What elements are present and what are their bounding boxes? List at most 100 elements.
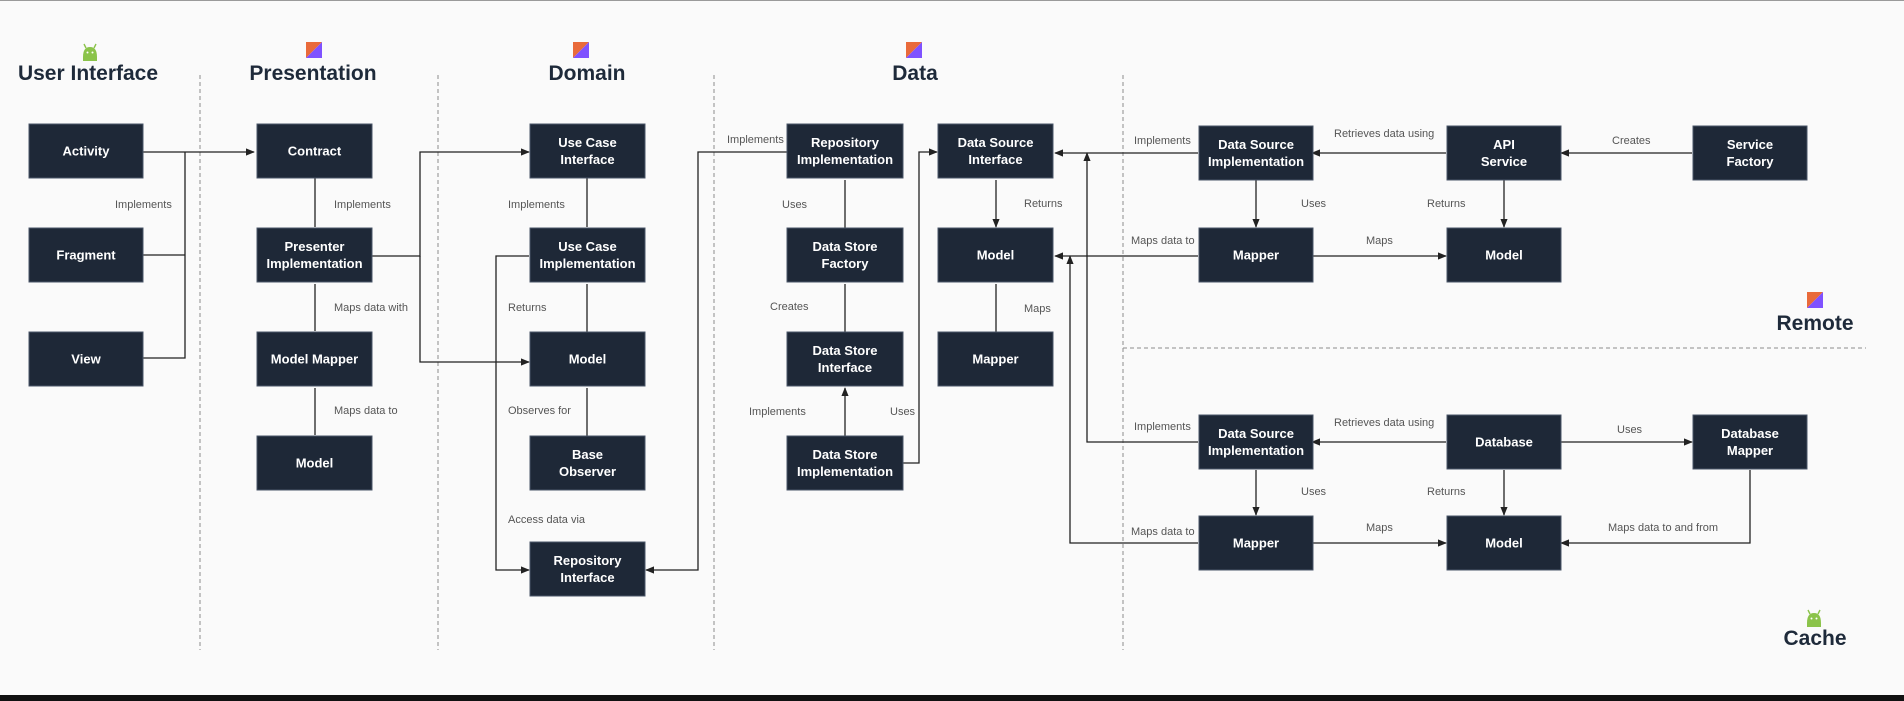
box-label: Mapper	[1727, 443, 1773, 458]
box-label: Implementation	[797, 152, 893, 167]
edge-label: Observes for	[508, 405, 571, 417]
domain-model-box[interactable]: Model	[529, 331, 646, 387]
box-label: View	[71, 352, 101, 367]
edge-label: Maps	[1366, 235, 1393, 247]
section-title-cache: Cache	[1783, 627, 1846, 650]
kotlin-icon	[906, 42, 922, 58]
activity-box[interactable]: Activity	[28, 123, 144, 179]
edge-label: Implements	[749, 406, 806, 418]
remote-model-box[interactable]: Model	[1446, 227, 1562, 283]
kotlin-icon	[1807, 292, 1823, 308]
box-label: Implementation	[1208, 154, 1304, 169]
box-label: Database	[1475, 435, 1533, 450]
box-label: Database	[1721, 426, 1779, 441]
edge-label: Uses	[1617, 424, 1643, 436]
cache-mapper-box[interactable]: Mapper	[1198, 515, 1314, 571]
box-label: Mapper	[1233, 536, 1279, 551]
edge-label: Maps data to	[334, 405, 398, 417]
box-label: Fragment	[56, 248, 116, 263]
connector-usecaseimpl-to-repo-interface	[495, 255, 530, 574]
presentation-model-box[interactable]: Model	[256, 435, 373, 491]
box-label: Contract	[288, 144, 342, 159]
connector-storeimpl-to-sourceinterface	[902, 148, 938, 464]
data-model-box[interactable]: Model	[937, 227, 1054, 283]
box-label: Model Mapper	[271, 352, 358, 367]
box-label: Activity	[63, 144, 111, 159]
edge-label: Implements	[508, 199, 565, 211]
box-label: Model	[1485, 536, 1523, 551]
box-label: Data Store	[812, 343, 877, 358]
box-label: Observer	[559, 464, 616, 479]
edge-label: Returns	[508, 302, 547, 314]
box-label: Data Source	[1218, 426, 1294, 441]
connector-cache-ds-to-sourceinterface	[1083, 152, 1198, 443]
edge-label: Maps	[1366, 522, 1393, 534]
edge-label: Implements	[334, 199, 391, 211]
view-box[interactable]: View	[28, 331, 144, 387]
kotlin-icon	[306, 42, 322, 58]
edge-label: Returns	[1427, 486, 1466, 498]
box-label: Base	[572, 447, 603, 462]
edge-label: Implements	[115, 199, 172, 211]
box-label: Implementation	[539, 256, 635, 271]
box-label: Mapper	[1233, 248, 1279, 263]
edge-label: Uses	[782, 199, 808, 211]
section-title-presentation: Presentation	[249, 62, 376, 85]
box-label: Mapper	[972, 352, 1018, 367]
cache-model-box[interactable]: Model	[1446, 515, 1562, 571]
connector-labels: Implements Implements Maps data with Map…	[115, 128, 1718, 538]
edge-label: Retrieves data using	[1334, 128, 1434, 140]
box-label: Presenter	[285, 239, 345, 254]
box-label: Use Case	[558, 135, 617, 150]
connectors	[143, 148, 1751, 574]
edge-label: Implements	[1134, 135, 1191, 147]
fragment-box[interactable]: Fragment	[28, 227, 144, 283]
edge-label: Retrieves data using	[1334, 417, 1434, 429]
connector-presenter-to-domain-model	[419, 256, 530, 366]
contract-box[interactable]: Contract	[256, 123, 373, 179]
android-icon	[83, 43, 97, 61]
box-label: Service	[1481, 154, 1527, 169]
box-label: Model	[977, 248, 1015, 263]
edge-label: Creates	[1612, 135, 1651, 147]
model-mapper-box[interactable]: Model Mapper	[256, 331, 373, 387]
connector-ui-to-contract	[143, 152, 254, 359]
box-label: Implementation	[266, 256, 362, 271]
android-icon	[1807, 609, 1821, 627]
box-label: Implementation	[797, 464, 893, 479]
box-label: Repository	[554, 553, 623, 568]
edge-label: Uses	[1301, 198, 1327, 210]
component-boxes: Activity Fragment View Contract Presente…	[28, 123, 1808, 597]
edge-label: Maps data to	[1131, 526, 1195, 538]
box-label: Factory	[1727, 154, 1775, 169]
database-box[interactable]: Database	[1446, 414, 1562, 470]
edge-label: Creates	[770, 301, 809, 313]
box-label: Interface	[968, 152, 1022, 167]
data-mapper-box[interactable]: Mapper	[937, 331, 1054, 387]
edge-label: Uses	[1301, 486, 1327, 498]
remote-mapper-box[interactable]: Mapper	[1198, 227, 1314, 283]
section-title-remote: Remote	[1776, 312, 1853, 335]
edge-label: Returns	[1024, 198, 1063, 210]
box-label: Data Source	[1218, 137, 1294, 152]
edge-label: Maps	[1024, 303, 1051, 315]
edge-label: Access data via	[508, 514, 586, 526]
box-label: Interface	[560, 570, 614, 585]
box-label: Factory	[822, 256, 870, 271]
